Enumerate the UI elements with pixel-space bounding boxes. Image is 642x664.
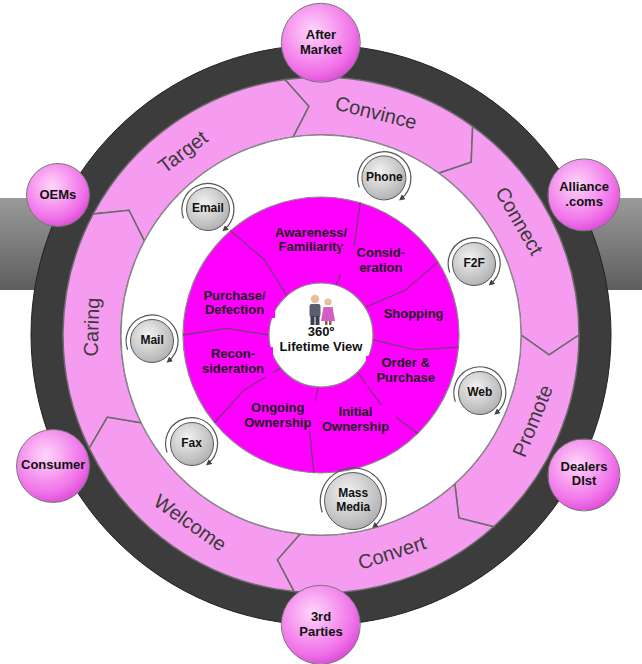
stage-band: Target	[151, 124, 216, 181]
partner-circle: Consumer	[16, 429, 90, 503]
partner-label: After Market	[288, 28, 354, 58]
wedge-divider	[373, 340, 459, 350]
stage-label: Promote	[507, 378, 560, 464]
partner-circle: Dealers DIst	[548, 438, 621, 511]
outer-ring	[31, 45, 611, 625]
lifecycle-label: Initial Ownership	[316, 405, 396, 435]
channel-circle: Email	[186, 187, 230, 231]
stage-band: Caring	[79, 293, 104, 361]
partner-circle: 3rd Parties	[281, 585, 361, 664]
lifecycle-label: Recon- sideration	[193, 347, 273, 377]
partner-label: Consumer	[21, 458, 85, 473]
stage-band: Convince	[329, 91, 423, 135]
channel-circle: Web	[458, 371, 502, 415]
stage-band: Connect	[489, 179, 550, 262]
hub-label: 360º	[308, 325, 334, 340]
channel-cycle-arrows	[126, 152, 506, 526]
stage-band: Welcome	[146, 487, 234, 558]
partner-label: 3rd Parties	[288, 610, 354, 640]
hub-circle	[269, 283, 373, 387]
stage-band: Promote	[507, 378, 560, 464]
stage-label: Convince	[329, 91, 423, 135]
lifecycle-label: Awareness/ Familiarity	[271, 226, 351, 256]
lifecycle-label: Consid- eration	[341, 246, 421, 276]
lifecycle-label: Shopping	[382, 306, 446, 321]
lifecycle-label: Purchase/ Defection	[195, 289, 275, 319]
lifecycle-wedge: Purchase/ Defection	[195, 289, 275, 319]
stage-band: Convert	[351, 530, 432, 576]
stage-label: Connect	[489, 179, 550, 262]
partner-label: Alliance .coms	[551, 180, 617, 210]
lifecycle-wedge: Initial Ownership	[316, 405, 396, 435]
partner-circle: After Market	[281, 3, 361, 83]
hub-label: Lifetime View	[280, 340, 363, 355]
channel-label: Fax	[181, 437, 202, 451]
band-ring	[63, 77, 579, 593]
wedge-divider	[183, 328, 269, 335]
lifecycle-wedge: Shopping	[382, 306, 446, 321]
stage-label: Caring	[79, 293, 104, 361]
lifecycle-wedge: Consid- eration	[341, 246, 421, 276]
people-icon	[310, 295, 336, 325]
channel-circle: Fax	[170, 422, 214, 466]
channel-label: Phone	[366, 171, 403, 185]
channel-label: Email	[192, 202, 224, 216]
lifecycle-label: Ongoing Ownership	[238, 401, 318, 431]
channel-label: Mail	[140, 334, 163, 348]
partner-circle: Alliance .coms	[548, 159, 621, 232]
center-hub: 360ºLifetime View	[280, 325, 363, 355]
stage-label: Target	[151, 124, 216, 181]
partner-label: Dealers DIst	[551, 460, 617, 490]
channel-label: F2F	[464, 257, 485, 271]
channel-label: Web	[467, 386, 492, 400]
channel-circle: Phone	[362, 156, 407, 201]
lifecycle-wedge: Order & Purchase	[366, 356, 446, 386]
lifecycle-wedge: Awareness/ Familiarity	[271, 226, 351, 256]
channel-circle: Mass Media	[324, 472, 382, 530]
channel-circle: Mail	[130, 319, 174, 363]
channel-circle: F2F	[452, 242, 496, 286]
partner-circle: OEMs	[26, 163, 90, 227]
lifecycle-wedge: Recon- sideration	[193, 347, 273, 377]
lifecycle-label: Order & Purchase	[366, 356, 446, 386]
lifecycle-wedge: Ongoing Ownership	[238, 401, 318, 431]
lifecycle-disk	[183, 197, 459, 473]
partner-label: OEMs	[39, 188, 76, 203]
channel-label: Mass Media	[331, 487, 375, 515]
stage-label: Welcome	[146, 487, 234, 558]
channel-ring	[121, 135, 521, 535]
stage-label: Convert	[351, 530, 432, 576]
